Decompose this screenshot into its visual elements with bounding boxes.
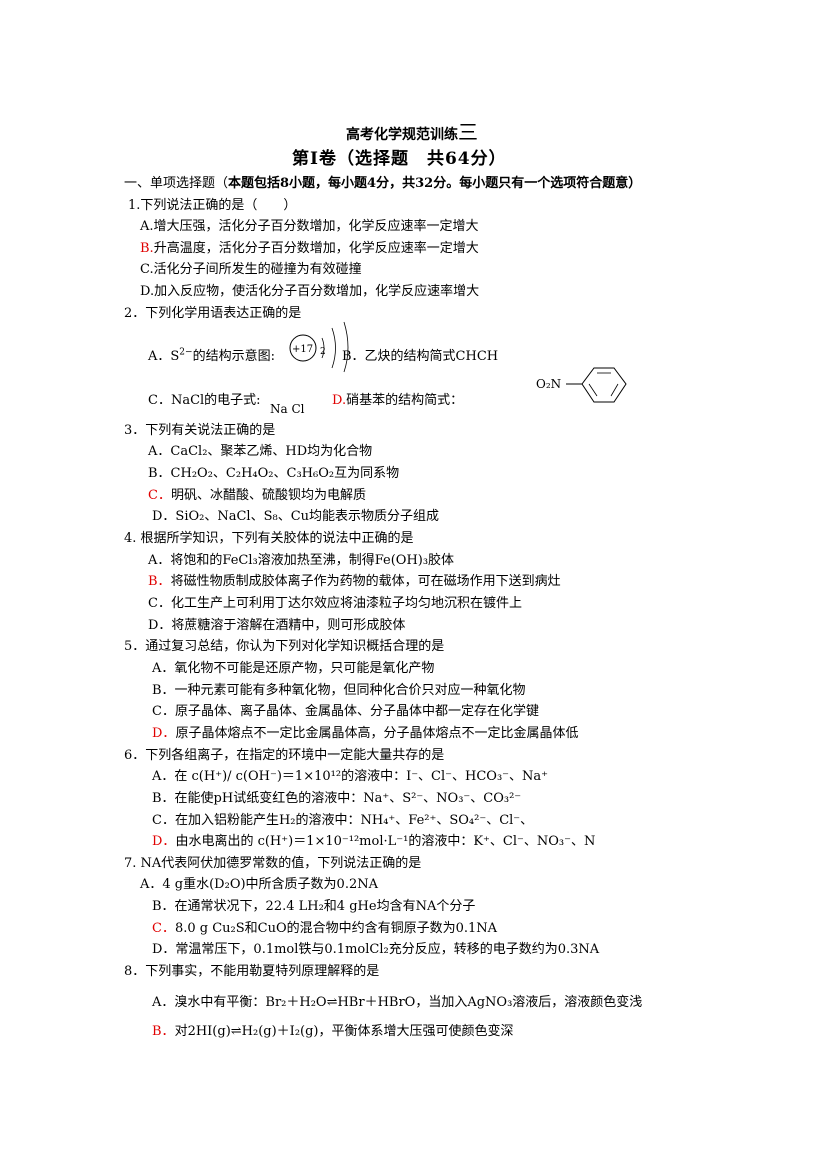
question-4-option-a: A．将饱和的FeCl₃溶液加热至沸，制得Fe(OH)₃胶体	[148, 553, 455, 568]
question-3-stem: 3．下列有关说法正确的是	[124, 423, 276, 438]
question-6-option-d: D．由水电离出的 c(H⁺)＝1×10⁻¹²mol·L⁻¹的溶液中：K⁺、Cl⁻…	[152, 834, 596, 849]
question-5-stem: 5．通过复习总结，你认为下列对化学知识概括合理的是	[124, 639, 445, 654]
question-4-option-b: B．将磁性物质制成胶体离子作为药物的载体，可在磁场作用下送到病灶	[148, 574, 561, 589]
volume-heading: 第Ⅰ卷（选择题 共64分）	[292, 149, 507, 169]
question-6-option-c: C．在加入铝粉能产生H₂的溶液中：NH₄⁺、Fe²⁺、SO₄²⁻、Cl⁻、	[152, 813, 534, 828]
question-1-option-a: A.增大压强，活化分子百分数增加，化学反应速率一定增大	[140, 219, 479, 234]
question-6-stem: 6．下列各组离子，在指定的环境中一定能大量共存的是	[124, 748, 445, 763]
nucleus-charge: +17	[292, 344, 313, 355]
question-8-stem: 8．下列事实，不能用勒夏特列原理解释的是	[124, 964, 380, 979]
question-2-stem: 2．下列化学用语表达正确的是	[124, 306, 302, 321]
section-heading: 一、单项选择题（本题包括8小题，每小题4分，共32分。每小题只有一个选项符合题意…	[124, 176, 642, 191]
question-7-stem: 7. NA代表阿伏加德罗常数的值，下列说法正确的是	[124, 856, 422, 871]
question-4-option-d: D．将蔗糖溶于溶解在酒精中，则可形成胶体	[148, 618, 406, 633]
question-2-option-a: A．S2−的结构示意图:	[148, 347, 275, 364]
question-5-option-b: B．一种元素可能有多种氧化物，但同种化合价只对应一种氧化物	[152, 683, 526, 698]
question-3-option-a: A．CaCl₂、聚苯乙烯、HD均为化合物	[148, 444, 373, 459]
question-5-option-d: D．原子晶体熔点不一定比金属晶体高，分子晶体熔点不一定比金属晶体低	[152, 726, 579, 741]
question-8-option-a: A．溴水中有平衡：Br₂＋H₂O⇌HBr＋HBrO，当加入AgNO₃溶液后，溶液…	[152, 995, 643, 1010]
question-4-option-c: C．化工生产上可利用丁达尔效应将油漆粒子均匀地沉积在镀件上	[148, 596, 522, 611]
question-7-option-b: B．在通常状况下，22.4 LH₂和4 gHe均含有NA个分子	[152, 899, 476, 914]
question-7-option-d: D．常温常压下，0.1mol铁与0.1molCl₂充分反应，转移的电子数约为0.…	[152, 942, 600, 957]
question-6-option-a: A．在 c(H⁺)/ c(OH⁻)＝1×10¹²的溶液中：I⁻、Cl⁻、HCO₃…	[152, 769, 549, 784]
question-3-option-b: B．CH₂O₂、C₂H₄O₂、C₃H₆O₂互为同系物	[148, 466, 400, 481]
question-7-option-a: A．4 g重水(D₂O)中所含质子数为0.2NA	[140, 877, 378, 892]
benzene-ring-diagram	[566, 367, 627, 403]
nitro-group-label: O₂N	[536, 377, 562, 391]
question-3-option-d: D．SiO₂、NaCl、S₈、Cu均能表示物质分子组成	[152, 509, 440, 524]
question-5-option-a: A．氧化物不可能是还原产物，只可能是氧化产物	[152, 661, 435, 676]
question-1-option-b: B.升高温度，活化分子百分数增加，化学反应速率一定增大	[140, 241, 479, 256]
question-2-option-c: C．NaCl的电子式:	[148, 393, 261, 408]
question-1-option-d: D.加入反应物，使活化分子百分数增加，化学反应速率增大	[140, 284, 480, 299]
question-1-stem: 1.下列说法正确的是（ ）	[128, 198, 297, 213]
shell-electrons: 2	[320, 347, 326, 357]
atom-structure-diagram: +17 2	[289, 321, 349, 373]
question-5-option-c: C．原子晶体、离子晶体、金属晶体、分子晶体中都一定存在化学键	[152, 704, 539, 719]
nacl-electron-formula: Na Cl	[270, 402, 305, 416]
question-6-option-b: B．在能使pH试纸变红色的溶液中：Na⁺、S²⁻、NO₃⁻、CO₃²⁻	[152, 791, 522, 806]
page-title: 高考化学规范训练三	[346, 120, 478, 144]
question-2-option-d: D.硝基苯的结构简式：	[332, 393, 464, 408]
question-8-option-b: B．对2HI(g)⇌H₂(g)＋I₂(g)，平衡体系增大压强可使颜色变深	[152, 1024, 514, 1039]
question-7-option-c: C．8.0 g Cu₂S和CuO的混合物中约含有铜原子数为0.1NA	[152, 921, 498, 936]
question-4-stem: 4. 根据所学知识，下列有关胶体的说法中正确的是	[124, 531, 414, 546]
question-2-option-b: B．乙炔的结构简式CHCH	[342, 349, 499, 364]
question-3-option-c: C．明矾、冰醋酸、硫酸钡均为电解质	[148, 488, 366, 503]
question-1-option-c: C.活化分子间所发生的碰撞为有效碰撞	[140, 262, 362, 277]
